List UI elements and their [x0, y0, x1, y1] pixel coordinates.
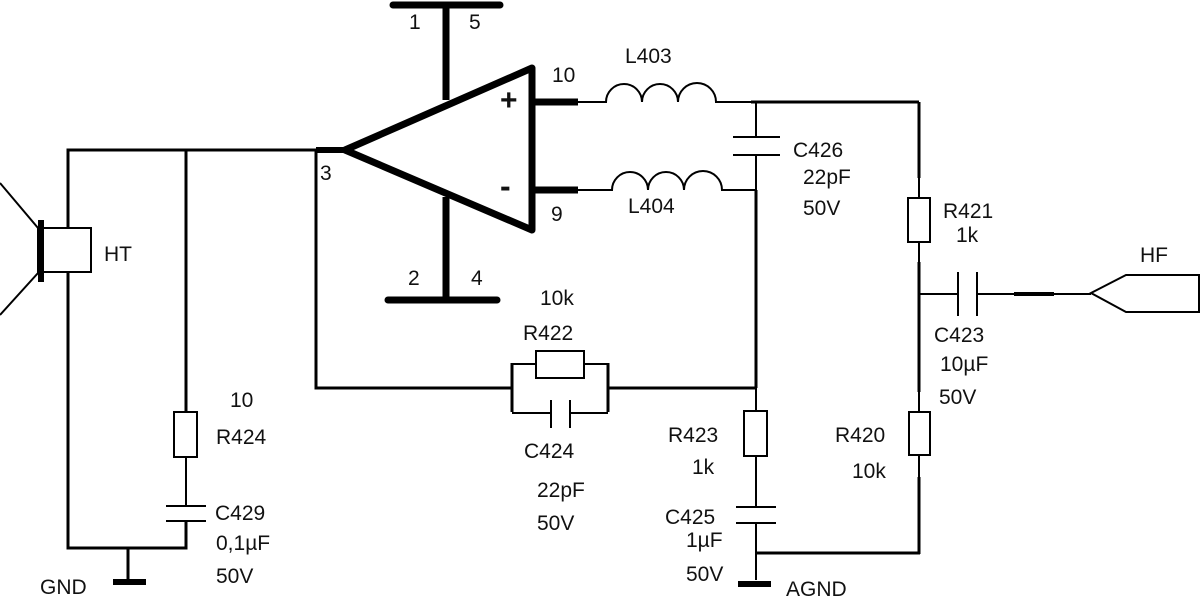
plus-sign: +: [500, 84, 518, 117]
resistor-r420: [908, 411, 931, 456]
minus-sign: -: [500, 168, 511, 204]
c429-value: 0,1µF: [216, 532, 270, 555]
c424-name: C424: [524, 440, 575, 463]
c429-voltage: 50V: [216, 565, 253, 588]
hf-connector: [1088, 274, 1200, 313]
input-wiring: [66, 148, 512, 585]
c426-name: C426: [793, 139, 843, 162]
c426-voltage: 50V: [803, 197, 840, 220]
speaker-magnet: [42, 227, 92, 273]
r423-value: 1k: [692, 456, 715, 479]
c426-value: 22pF: [803, 166, 851, 189]
output-network: [608, 100, 1200, 587]
inductor-l404: [578, 170, 756, 191]
r422-value: 10k: [540, 287, 574, 310]
feedback-rc: [510, 350, 610, 428]
r423-name: R423: [668, 424, 718, 447]
pin-5-label: 5: [469, 11, 481, 34]
pin-4-label: 4: [471, 267, 483, 290]
hf-label: HF: [1140, 244, 1168, 267]
pin-3-label: 3: [320, 162, 332, 185]
amplifier: + - 1 5 2 4 3 10 9: [316, 1, 578, 304]
resistor-r424: [173, 411, 198, 458]
wire-top-input: [66, 148, 345, 228]
speaker-cone: [0, 182, 39, 316]
r424-name: R424: [216, 426, 267, 449]
resistor-r422: [535, 350, 585, 379]
gnd-label: GND: [40, 576, 87, 599]
agnd-label: AGND: [786, 578, 847, 601]
inductors: [578, 82, 756, 191]
speaker-label: HT: [104, 243, 132, 266]
pin-1-label: 1: [409, 11, 421, 34]
r424-value: 10: [230, 389, 253, 412]
c425-voltage: 50V: [686, 563, 723, 586]
resistor-r421: [907, 197, 931, 243]
pin-9-label: 9: [551, 203, 563, 226]
r421-name: R421: [943, 200, 993, 223]
c423-name: C423: [934, 324, 984, 347]
c423-value: 10µF: [940, 353, 988, 376]
wire-feedback-left: [314, 150, 512, 390]
c424-value: 22pF: [537, 479, 585, 502]
r420-value: 10k: [852, 460, 886, 483]
l403-label: L403: [625, 45, 672, 68]
resistor-r423: [743, 410, 768, 457]
inductor-l403: [578, 82, 756, 103]
r422-name: R422: [523, 322, 573, 345]
r420-name: R420: [835, 424, 885, 447]
c423-voltage: 50V: [939, 386, 976, 409]
amplifier-triangle: [341, 64, 536, 234]
c424-voltage: 50V: [537, 512, 574, 535]
speaker-ht: [0, 182, 92, 316]
c429-name: C429: [215, 502, 265, 525]
c425-value: 1µF: [686, 529, 723, 552]
pin-10-label: 10: [552, 64, 575, 87]
pin-2-label: 2: [408, 267, 420, 290]
l404-label: L404: [628, 195, 675, 218]
c425-name: C425: [665, 506, 715, 529]
component-labels: HT GND AGND HF L403 L404 C426 22pF 50V R…: [40, 45, 1168, 601]
r421-value: 1k: [956, 224, 979, 247]
